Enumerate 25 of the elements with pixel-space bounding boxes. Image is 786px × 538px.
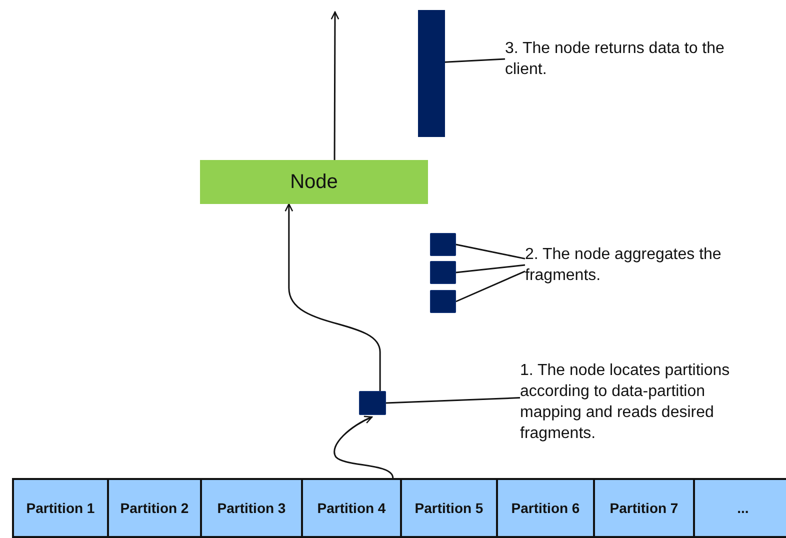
data-bar (418, 10, 445, 137)
leader-line (386, 397, 520, 404)
leader-line (456, 264, 526, 274)
fragment-square (430, 290, 456, 313)
fragment-square (359, 391, 386, 415)
leader-line (456, 244, 526, 260)
arrow (330, 11, 340, 160)
partition-cell: Partition 2 (107, 478, 202, 538)
partition-cell: Partition 1 (12, 478, 109, 538)
partition-cell: Partition 4 (301, 478, 402, 538)
fragment-square (430, 233, 456, 256)
arrow (334, 416, 394, 478)
step-note: 3. The node returns data to the client. (505, 38, 750, 80)
partition-cell: Partition 5 (400, 478, 498, 538)
node-box: Node (200, 160, 428, 204)
arrow (284, 203, 381, 391)
leader-line (444, 58, 506, 63)
step-note: 2. The node aggregates the fragments. (525, 244, 775, 286)
leader-line (456, 270, 526, 302)
partition-cell: Partition 6 (496, 478, 595, 538)
fragment-square (430, 261, 456, 284)
partition-cell: Partition 3 (200, 478, 303, 538)
partition-cell: Partition 7 (593, 478, 695, 538)
partition-cell: ... (693, 478, 786, 538)
step-note: 1. The node locates partitions according to data-partition mapping and reads desired fragments. (520, 360, 765, 444)
